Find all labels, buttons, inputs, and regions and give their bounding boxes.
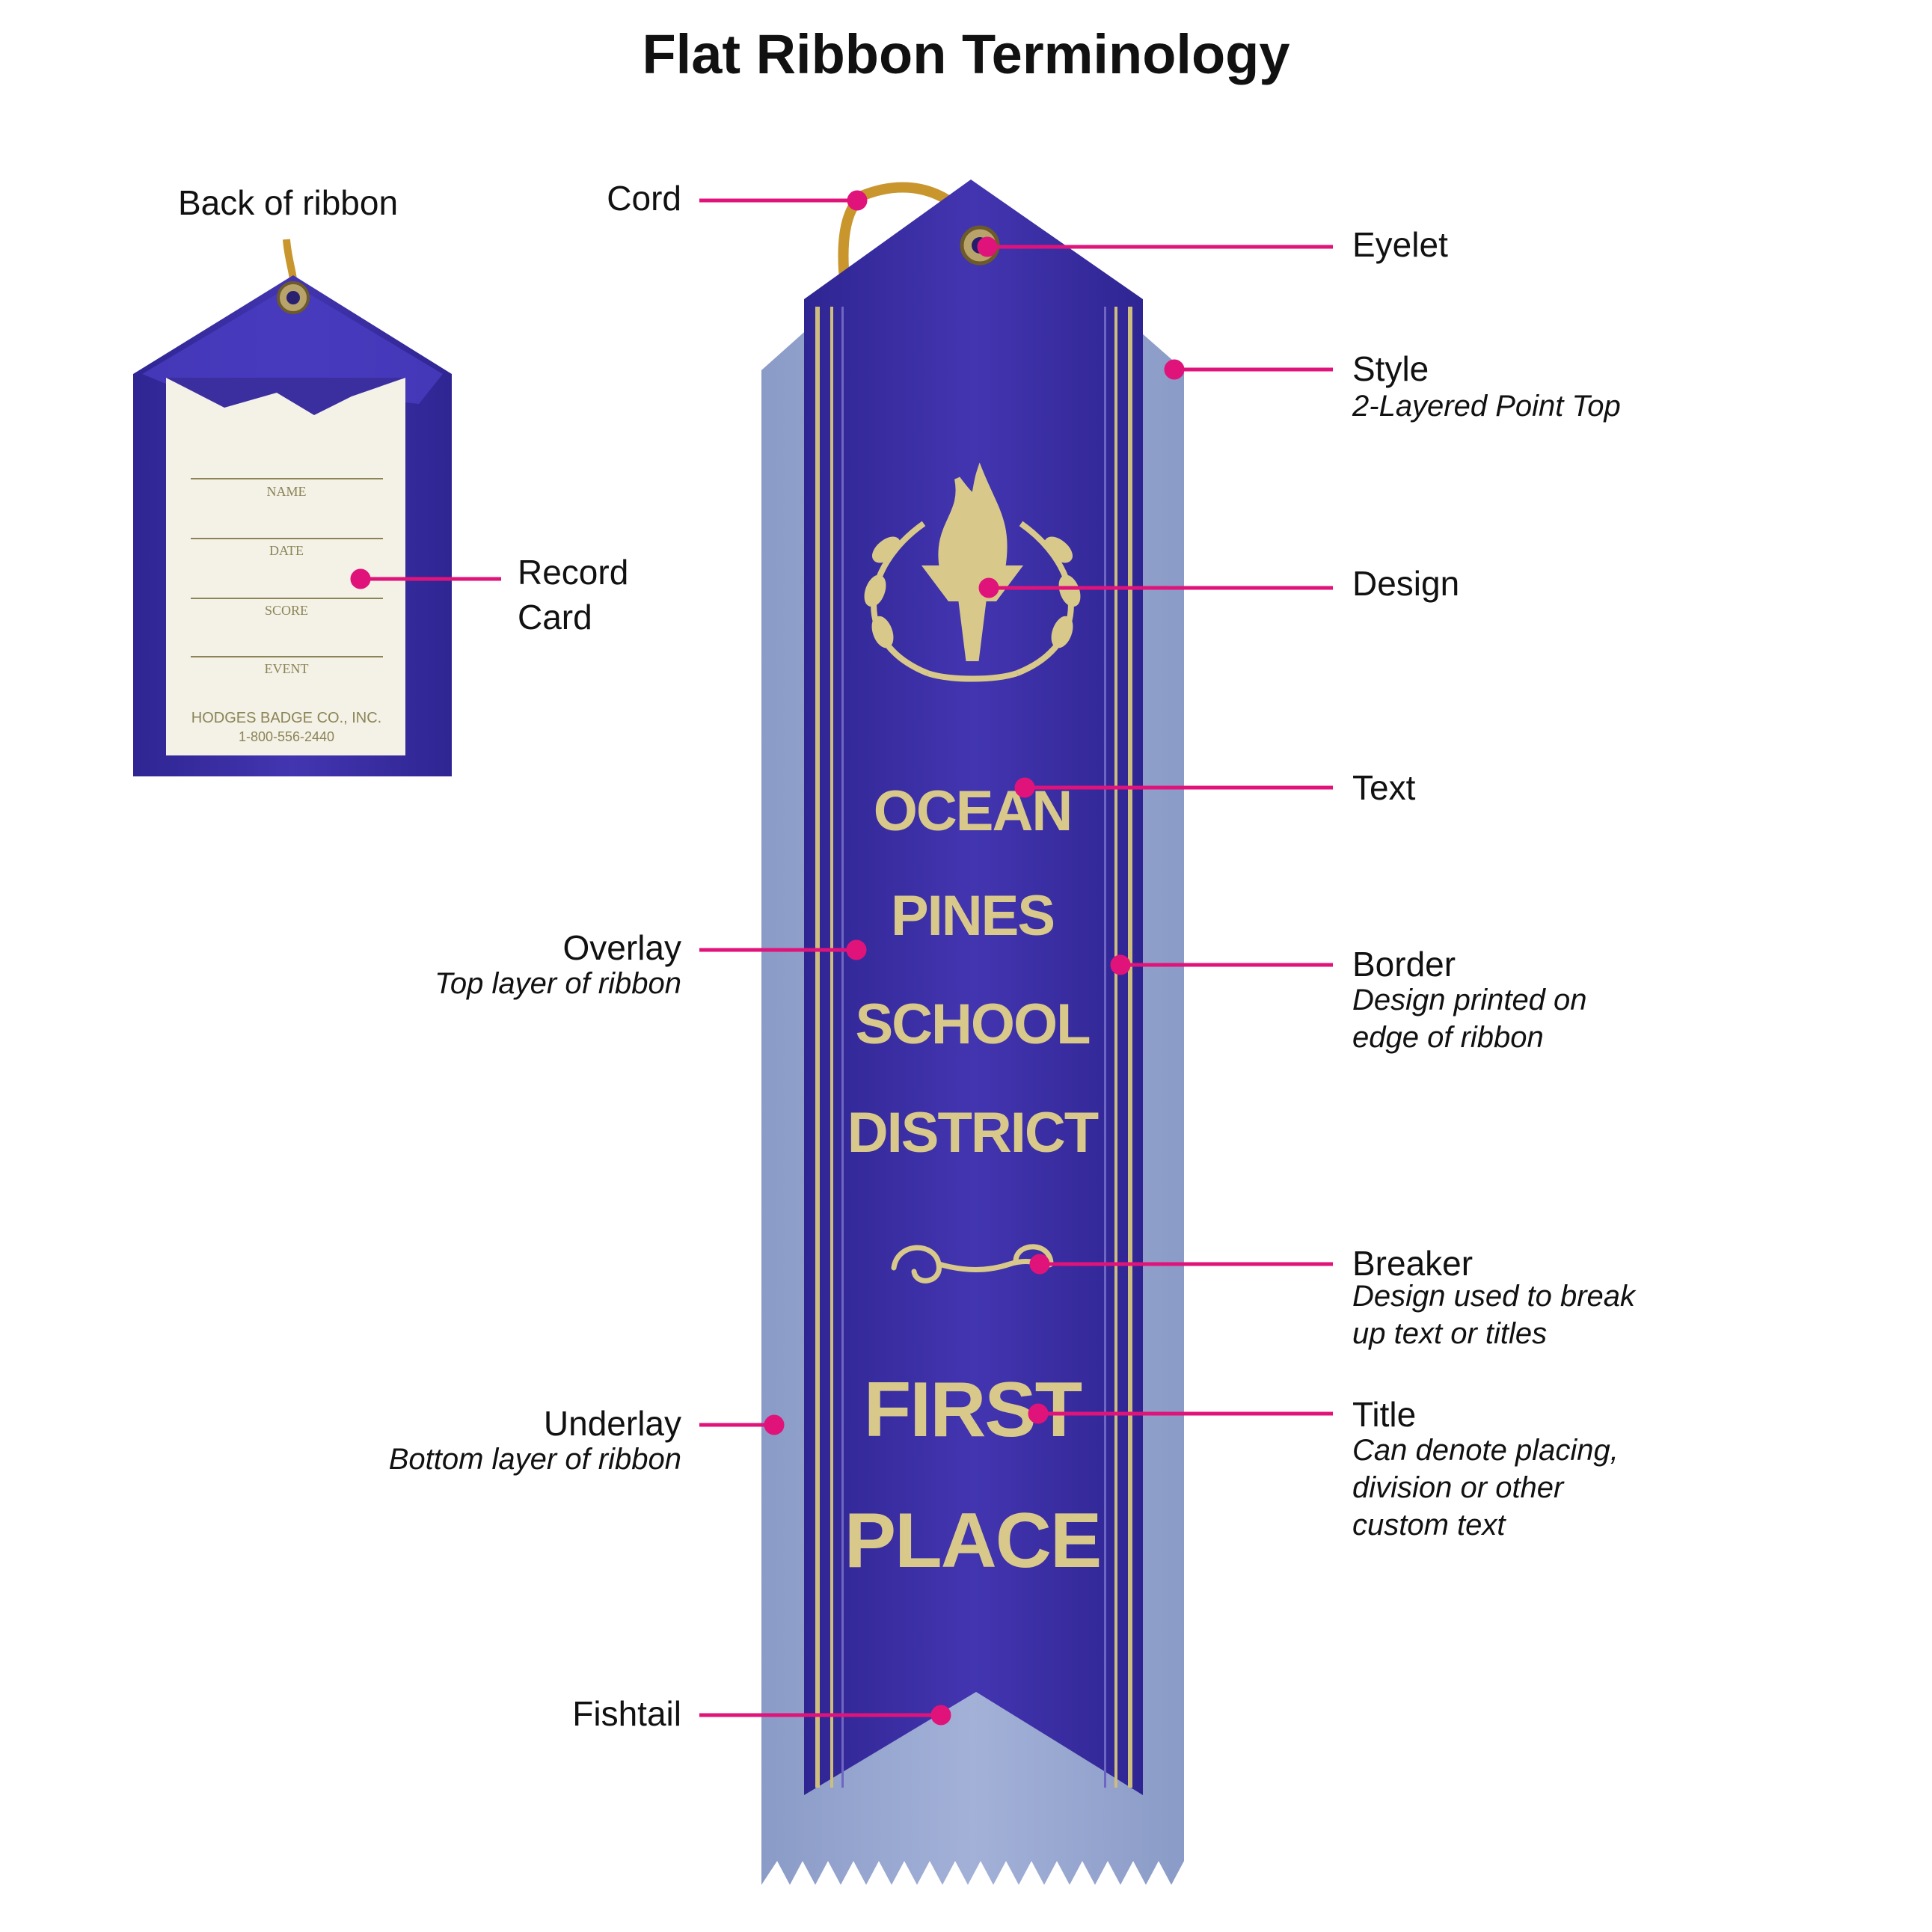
ribbon-title-line-1: FIRST <box>864 1367 1082 1453</box>
breaker-sub-1: Design used to break <box>1352 1280 1636 1313</box>
back-of-ribbon-label: Back of ribbon <box>178 183 399 222</box>
card-field-score: SCORE <box>265 603 308 618</box>
ribbon-text-line-2: PINES <box>891 884 1054 948</box>
ribbon-text-line-3: SCHOOL <box>855 993 1090 1056</box>
ribbon-border <box>815 307 1132 1788</box>
overlay-sub: Top layer of ribbon <box>435 967 681 1000</box>
main-ribbon: OCEAN PINES SCHOOL DISTRICT FIRST PLACE <box>761 180 1184 1885</box>
title-label: Title <box>1352 1395 1417 1434</box>
overlay-label: Overlay <box>562 928 681 967</box>
title-sub-1: Can denote placing, <box>1352 1434 1619 1467</box>
card-company: HODGES BADGE CO., INC. <box>191 710 381 726</box>
style-label: Style <box>1352 349 1429 388</box>
overlay-layer <box>804 180 1143 1795</box>
underlay-label: Underlay <box>543 1404 681 1443</box>
design-label: Design <box>1352 564 1460 603</box>
border-label: Border <box>1352 945 1456 984</box>
ribbon-back: NAME DATE SCORE EVENT HODGES BADGE CO., … <box>133 239 452 776</box>
ribbon-text-line-4: DISTRICT <box>847 1101 1099 1165</box>
breaker-label: Breaker <box>1352 1244 1473 1283</box>
page-title: Flat Ribbon Terminology <box>642 23 1290 85</box>
cord-label: Cord <box>607 179 681 218</box>
record-card-label-line-1: Record <box>518 553 629 592</box>
leader-lines <box>350 190 1333 1726</box>
record-card-label-line-2: Card <box>518 598 592 637</box>
underlay-sub: Bottom layer of ribbon <box>388 1443 681 1476</box>
title-sub-2: division or other <box>1352 1471 1564 1504</box>
border-sub-1: Design printed on <box>1352 984 1587 1016</box>
border-sub-2: edge of ribbon <box>1352 1021 1544 1054</box>
ribbon-title-line-2: PLACE <box>844 1497 1100 1584</box>
card-field-event: EVENT <box>265 661 309 676</box>
card-field-date: DATE <box>269 543 304 558</box>
style-sub: 2-Layered Point Top <box>1352 390 1621 423</box>
record-card <box>166 378 405 755</box>
breaker-sub-2: up text or titles <box>1352 1317 1548 1350</box>
card-field-name: NAME <box>267 484 307 499</box>
title-sub-3: custom text <box>1352 1509 1506 1542</box>
card-phone: 1-800-556-2440 <box>239 729 334 744</box>
ribbon-text-line-1: OCEAN <box>874 779 1071 843</box>
text-label: Text <box>1352 768 1416 807</box>
eyelet-label: Eyelet <box>1352 225 1448 264</box>
fishtail-label: Fishtail <box>572 1694 681 1733</box>
